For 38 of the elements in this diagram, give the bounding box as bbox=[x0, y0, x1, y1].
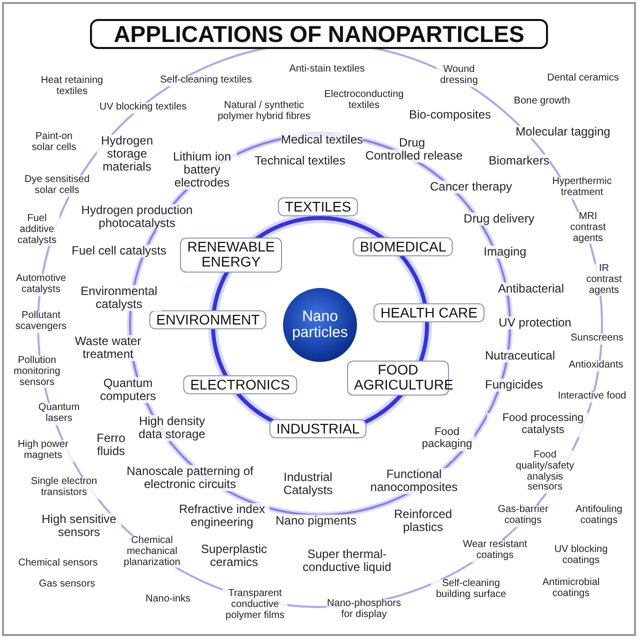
application-label: Reinforced plastics bbox=[392, 508, 454, 534]
application-label: Cancer therapy bbox=[430, 180, 512, 194]
application-label: Bone growth bbox=[514, 96, 570, 108]
category-box: BIOMEDICAL bbox=[352, 237, 454, 257]
diagram-title: APPLICATIONS OF NANOPARTICLES bbox=[90, 19, 548, 49]
application-label: Technical textiles bbox=[254, 154, 346, 168]
application-label: Drug delivery bbox=[464, 212, 534, 226]
application-label: Fungicides bbox=[484, 378, 544, 392]
application-label: Controlled release bbox=[365, 150, 463, 162]
application-label: Biomarkers bbox=[488, 154, 550, 168]
application-label: Fuel additive catalysts bbox=[14, 214, 60, 246]
application-label: UV protection bbox=[498, 316, 572, 330]
category-box: INDUSTRIAL bbox=[269, 419, 367, 439]
application-label: Nutraceutical bbox=[484, 350, 556, 362]
category-box: ENVIRONMENT bbox=[149, 310, 267, 330]
application-label: Transparent conductive polymer films bbox=[222, 588, 288, 622]
application-label: UV blocking textiles bbox=[99, 102, 187, 114]
application-label: Bio-composites bbox=[408, 108, 492, 122]
application-label: Fuel cell catalysts bbox=[72, 244, 166, 258]
application-label: Nano-phosphors for display bbox=[326, 599, 402, 621]
application-label: Food packaging bbox=[420, 427, 474, 451]
category-box: TEXTILES bbox=[278, 197, 358, 217]
center-circle: Nano particles bbox=[283, 288, 357, 362]
application-label: Imaging bbox=[484, 246, 526, 258]
application-label: Self-cleaning textiles bbox=[160, 76, 252, 86]
application-label: Antioxidants bbox=[568, 360, 624, 372]
application-label: Antibacterial bbox=[498, 282, 564, 296]
application-label: Drug bbox=[399, 136, 425, 150]
category-box: ELECTRONICS bbox=[183, 375, 297, 395]
application-label: Medical textiles bbox=[280, 134, 364, 146]
category-box: RENEWABLE ENERGY bbox=[180, 238, 282, 272]
application-label: Molecular tagging bbox=[516, 126, 610, 138]
application-label: Functional nanocomposites bbox=[368, 468, 460, 494]
category-box: HEALTH CARE bbox=[374, 303, 484, 323]
application-label: Interactive food bbox=[558, 392, 626, 402]
application-label: Quantum lasers bbox=[36, 403, 82, 425]
application-label: Nano pigments bbox=[276, 514, 356, 528]
application-label: Sunscreens bbox=[570, 334, 624, 344]
